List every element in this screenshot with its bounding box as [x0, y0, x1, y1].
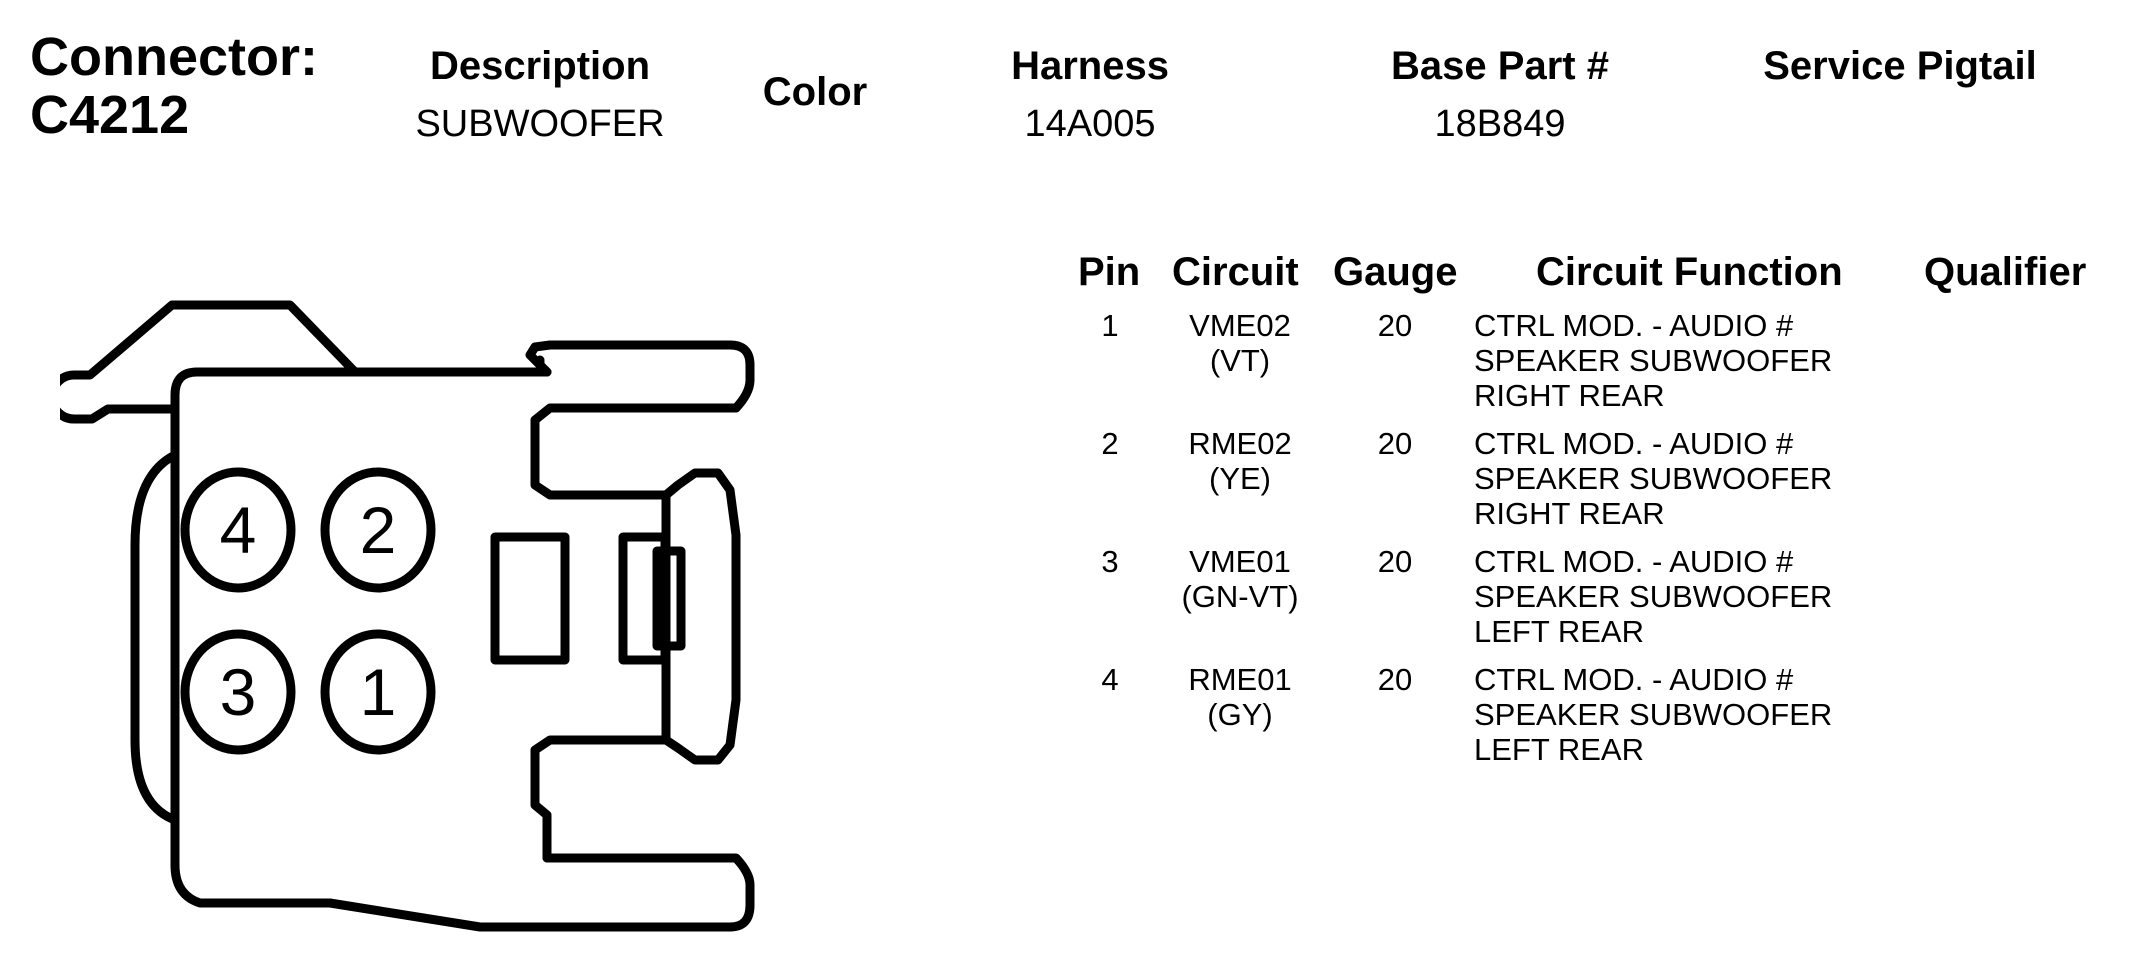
inner-key-right [618, 532, 670, 665]
col-header-pin: Pin [1078, 250, 1141, 294]
harness-value: 14A005 [1024, 103, 1156, 145]
inner-key-left [490, 532, 570, 665]
service-pigtail-column: Service Pigtail [1730, 44, 2070, 88]
pin-cavity-3 [180, 629, 296, 755]
base-part-column: Base Part # 18B849 [1350, 44, 1650, 146]
upper-slot [525, 340, 755, 413]
col-header-gauge: Gauge [1333, 250, 1458, 294]
description-value: SUBWOOFER [415, 103, 665, 145]
pin-label-1: 1 [360, 655, 397, 729]
side-rib-outline [130, 450, 180, 825]
row-3-wire-color: (GN-VT) [1181, 579, 1299, 614]
row-1-gauge: 20 [1377, 308, 1413, 343]
pin-cavity-4 [180, 467, 296, 593]
connector-face-diagram: 4 2 3 1 [60, 300, 755, 932]
row-4-function-line-3: LEFT REAR [1474, 732, 1644, 767]
pin-cavity-1 [320, 629, 436, 755]
row-4-function-line-1: CTRL MOD. - AUDIO # [1474, 662, 1794, 697]
base-part-value: 18B849 [1434, 103, 1566, 145]
row-2-circuit: RME02 [1188, 426, 1292, 461]
row-2-gauge: 20 [1377, 426, 1413, 461]
latch-tab-outline [60, 300, 360, 424]
service-pigtail-label: Service Pigtail [1763, 44, 2037, 88]
row-1-function-line-2: SPEAKER SUBWOOFER [1474, 343, 1833, 378]
row-1-wire-color: (VT) [1209, 343, 1271, 378]
harness-column: Harness 14A005 [960, 44, 1220, 146]
inner-key-tab [652, 546, 686, 651]
color-label: Color [762, 70, 868, 114]
pin-label-4: 4 [220, 493, 257, 567]
col-header-qualifier: Qualifier [1924, 250, 2087, 294]
row-2-pin: 2 [1101, 426, 1119, 461]
row-1-function-line-1: CTRL MOD. - AUDIO # [1474, 308, 1794, 343]
row-4-gauge: 20 [1377, 662, 1413, 697]
row-1-pin: 1 [1101, 308, 1119, 343]
row-2-function-line-1: CTRL MOD. - AUDIO # [1474, 426, 1794, 461]
row-3-pin: 3 [1101, 544, 1119, 579]
row-3-function-line-3: LEFT REAR [1474, 614, 1644, 649]
row-4-function-line-2: SPEAKER SUBWOOFER [1474, 697, 1833, 732]
color-column: Color [740, 70, 890, 114]
row-2-function-line-2: SPEAKER SUBWOOFER [1474, 461, 1833, 496]
description-label: Description [429, 44, 651, 88]
row-2-wire-color: (YE) [1209, 461, 1271, 496]
lower-arm [530, 735, 671, 863]
row-3-function-line-1: CTRL MOD. - AUDIO # [1474, 544, 1794, 579]
row-1-circuit: VME02 [1189, 308, 1291, 343]
row-2-function-line-3: RIGHT REAR [1474, 496, 1665, 531]
connector-id: C4212 [30, 85, 190, 145]
row-1-function-line-3: RIGHT REAR [1474, 378, 1665, 413]
col-header-circuit: Circuit [1172, 250, 1299, 294]
connector-title: Connector: C4212 [30, 28, 318, 144]
pin-label-3: 3 [220, 655, 257, 729]
pin-label-2: 2 [360, 493, 397, 567]
upper-arm [530, 403, 741, 500]
harness-label: Harness [1011, 44, 1169, 88]
connector-label: Connector: [30, 27, 318, 87]
base-part-label: Base Part # [1391, 44, 1609, 88]
row-4-circuit: RME01 [1188, 662, 1292, 697]
col-header-circuit-function: Circuit Function [1536, 250, 1843, 294]
row-4-wire-color: (GY) [1207, 697, 1273, 732]
row-3-function-line-2: SPEAKER SUBWOOFER [1474, 579, 1833, 614]
row-4-pin: 4 [1101, 662, 1119, 697]
row-3-gauge: 20 [1377, 544, 1413, 579]
description-column: Description SUBWOOFER [390, 44, 690, 146]
pin-cavity-2 [320, 467, 436, 593]
row-3-circuit: VME01 [1189, 544, 1291, 579]
housing-outline [170, 367, 755, 932]
